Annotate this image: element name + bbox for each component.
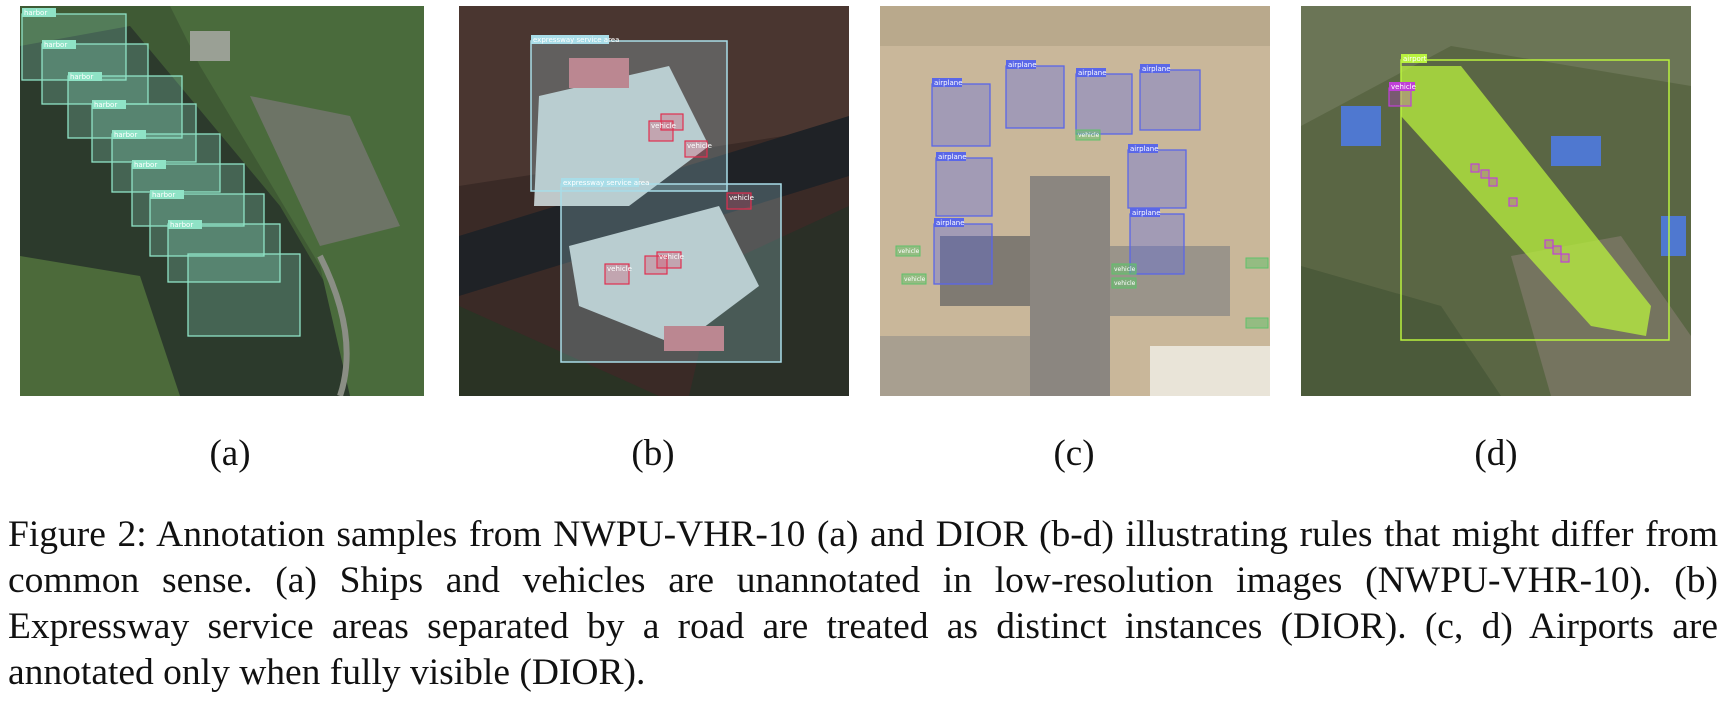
- airport-apron-aerial-image: airplane airplane airplane airplane airp…: [880, 6, 1270, 396]
- vehicle-box: [895, 245, 921, 257]
- subfigure-label-b: (b): [631, 433, 675, 474]
- vehicle-box: [726, 192, 752, 210]
- vehicle-label: vehicle: [904, 276, 926, 283]
- vehicle-box: [1552, 245, 1562, 255]
- airplane-label: airplane: [1078, 69, 1107, 77]
- vehicle-label: vehicle: [651, 122, 676, 130]
- vehicle-box: [1488, 177, 1498, 187]
- vehicle-box: [1075, 129, 1101, 141]
- vehicle-label: vehicle: [659, 253, 684, 261]
- harbor-box: [187, 253, 301, 337]
- vehicle-box: [901, 273, 927, 285]
- airplane-box: [1139, 69, 1201, 131]
- airplane-label: airplane: [934, 79, 963, 87]
- vehicle-label: vehicle: [1391, 83, 1416, 91]
- runway: [1401, 66, 1651, 336]
- vehicle-box: [1111, 277, 1137, 289]
- vehicle-label: vehicle: [898, 248, 920, 255]
- airplane-box: [1129, 213, 1185, 275]
- airplane-label: airplane: [936, 219, 965, 227]
- airplane-label: airplane: [1132, 209, 1161, 217]
- harbor-label: harbor: [94, 101, 117, 109]
- vehicle-box: [1245, 257, 1269, 269]
- harbor-label: harbor: [134, 161, 157, 169]
- harbor-aerial-image: harbor harbor harbor harbor harbor harbo…: [20, 6, 424, 396]
- service-area-box: [560, 183, 782, 363]
- airport-box: [1400, 59, 1670, 341]
- airplane-label: airplane: [938, 153, 967, 161]
- airplane-label: airplane: [1142, 65, 1171, 73]
- subfigure-label-c: (c): [1053, 433, 1095, 474]
- vehicle-box: [660, 113, 684, 131]
- sample-image-d: airport vehicle: [1301, 6, 1691, 396]
- airport-runway-aerial-image: airport vehicle: [1301, 6, 1691, 396]
- harbor-label: harbor: [170, 221, 193, 229]
- vehicle-box: [1480, 169, 1490, 179]
- vehicle-box: [656, 251, 682, 269]
- vehicle-box: [644, 255, 668, 275]
- vehicle-box: [684, 140, 708, 158]
- vehicle-label: vehicle: [1114, 266, 1136, 273]
- subfigure-label-d: (d): [1474, 433, 1518, 474]
- service-area-label: expressway service area: [563, 179, 649, 187]
- vehicle-box: [1245, 317, 1269, 329]
- airplane-box: [1005, 65, 1065, 129]
- vehicle-label: vehicle: [729, 194, 754, 202]
- sample-image-a: harbor harbor harbor harbor harbor harbo…: [20, 6, 424, 396]
- figure-caption: Figure 2: Annotation samples from NWPU-V…: [8, 514, 1718, 693]
- airplane-box: [1075, 73, 1133, 135]
- vehicle-box: [1544, 239, 1554, 249]
- service-area-box: [530, 40, 728, 192]
- harbor-box: [167, 223, 281, 283]
- vehicle-label: vehicle: [1114, 280, 1136, 287]
- airplane-box: [933, 223, 993, 285]
- service-area-aerial-image: expressway service area expressway servi…: [459, 6, 849, 396]
- airplane-label: airplane: [1130, 145, 1159, 153]
- vehicle-label: vehicle: [1078, 132, 1100, 139]
- harbor-label: harbor: [24, 9, 47, 17]
- service-area-label: expressway service area: [533, 36, 619, 44]
- vehicle-box: [1508, 197, 1518, 207]
- harbor-label: harbor: [152, 191, 175, 199]
- subfigure-label-a: (a): [209, 433, 251, 474]
- harbor-label: harbor: [44, 41, 67, 49]
- vehicle-box: [604, 263, 630, 285]
- vehicle-box: [1470, 163, 1480, 173]
- airport-label: airport: [1403, 55, 1427, 63]
- sample-image-c: airplane airplane airplane airplane airp…: [880, 6, 1270, 396]
- airplane-box: [935, 157, 993, 217]
- airplane-box: [931, 83, 991, 147]
- harbor-label: harbor: [70, 73, 93, 81]
- vehicle-label: vehicle: [687, 142, 712, 150]
- airplane-label: airplane: [1008, 61, 1037, 69]
- airplane-box: [1127, 149, 1187, 209]
- harbor-label: harbor: [114, 131, 137, 139]
- vehicle-box: [1560, 253, 1570, 263]
- sample-image-b: expressway service area expressway servi…: [459, 6, 849, 396]
- vehicle-label: vehicle: [607, 265, 632, 273]
- vehicle-box: [1111, 263, 1137, 275]
